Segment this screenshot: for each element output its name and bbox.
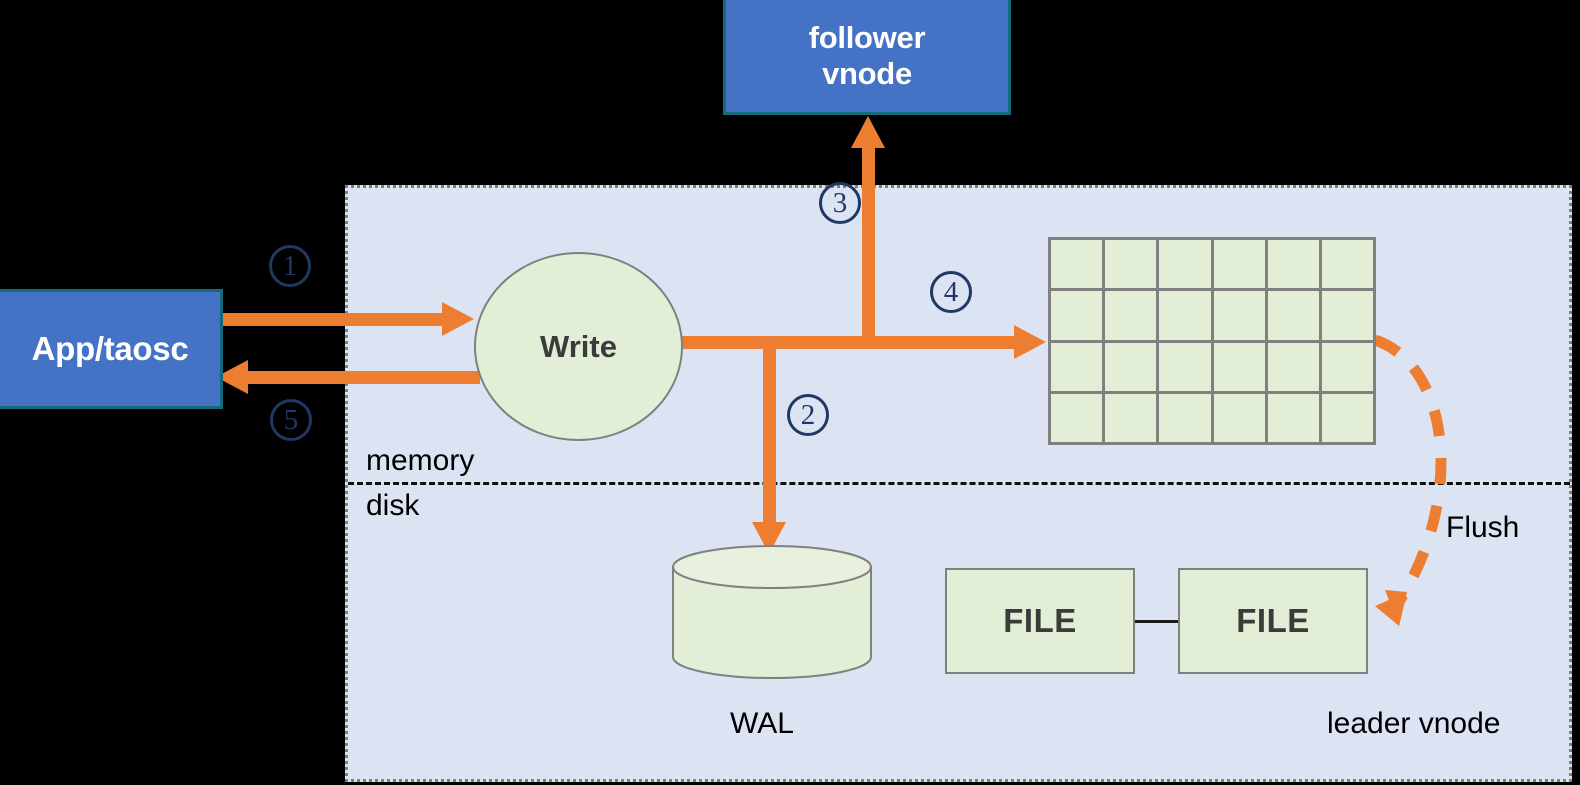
step-badge-1: 1 — [269, 245, 311, 287]
memory-label: memory — [366, 444, 475, 477]
memtable-cell — [1267, 393, 1319, 442]
arrow-1-head-icon — [442, 302, 474, 336]
memtable-cell — [1105, 291, 1157, 340]
memtable-cell — [1051, 291, 1103, 340]
memtable-cell — [1213, 240, 1265, 289]
file-connector-line — [1135, 620, 1178, 623]
arrow-2-line — [763, 340, 776, 536]
follower-vnode-label: follower vnode — [808, 19, 926, 91]
file-node-1[interactable]: FILE — [945, 568, 1135, 674]
memtable-cell — [1159, 342, 1211, 391]
wal-label: WAL — [730, 707, 794, 740]
memtable-cell — [1105, 240, 1157, 289]
step-badge-5: 5 — [270, 399, 312, 441]
memtable-cell — [1267, 240, 1319, 289]
arrow-3-head-icon — [851, 116, 885, 148]
follower-vnode-label-line1: follower — [808, 19, 926, 55]
follower-vnode-label-line2: vnode — [822, 55, 912, 91]
trunk-horizontal-line — [676, 336, 1020, 349]
memtable-cell — [1159, 240, 1211, 289]
memtable-cell — [1321, 291, 1373, 340]
arrow-1-line — [222, 313, 444, 326]
memtable-cell — [1267, 291, 1319, 340]
step-badge-2: 2 — [787, 394, 829, 436]
memtable-cell — [1213, 291, 1265, 340]
follower-vnode-node[interactable]: follower vnode — [723, 0, 1011, 115]
memtable-cell — [1051, 240, 1103, 289]
wal-cylinder-node[interactable] — [672, 545, 872, 679]
file-node-2-label: FILE — [1236, 602, 1310, 639]
memtable-grid[interactable] — [1048, 237, 1376, 445]
arrow-3-line — [862, 145, 875, 343]
arrow-5-line — [246, 371, 480, 384]
memtable-cell — [1051, 393, 1103, 442]
write-node-label: Write — [540, 328, 617, 364]
memtable-cell — [1213, 393, 1265, 442]
memtable-cell — [1105, 393, 1157, 442]
memtable-cell — [1321, 240, 1373, 289]
write-node[interactable]: Write — [474, 252, 683, 441]
app-taosc-node[interactable]: App/taosc — [0, 289, 223, 409]
memtable-cell — [1159, 393, 1211, 442]
flush-label: Flush — [1446, 511, 1520, 544]
file-node-1-label: FILE — [1003, 602, 1077, 639]
memtable-cell — [1321, 393, 1373, 442]
file-node-2[interactable]: FILE — [1178, 568, 1368, 674]
memtable-cell — [1213, 342, 1265, 391]
arrow-4-head-icon — [1014, 325, 1046, 359]
memtable-cell — [1051, 342, 1103, 391]
disk-label: disk — [366, 489, 420, 522]
memory-disk-divider — [348, 482, 1570, 485]
flush-arrow-icon — [1373, 334, 1447, 626]
memtable-cell — [1105, 342, 1157, 391]
step-badge-3: 3 — [819, 182, 861, 224]
step-badge-4: 4 — [930, 271, 972, 313]
memtable-cell — [1267, 342, 1319, 391]
leader-vnode-label: leader vnode — [1327, 707, 1501, 740]
app-taosc-label: App/taosc — [31, 330, 189, 368]
memtable-cell — [1321, 342, 1373, 391]
memtable-cell — [1159, 291, 1211, 340]
